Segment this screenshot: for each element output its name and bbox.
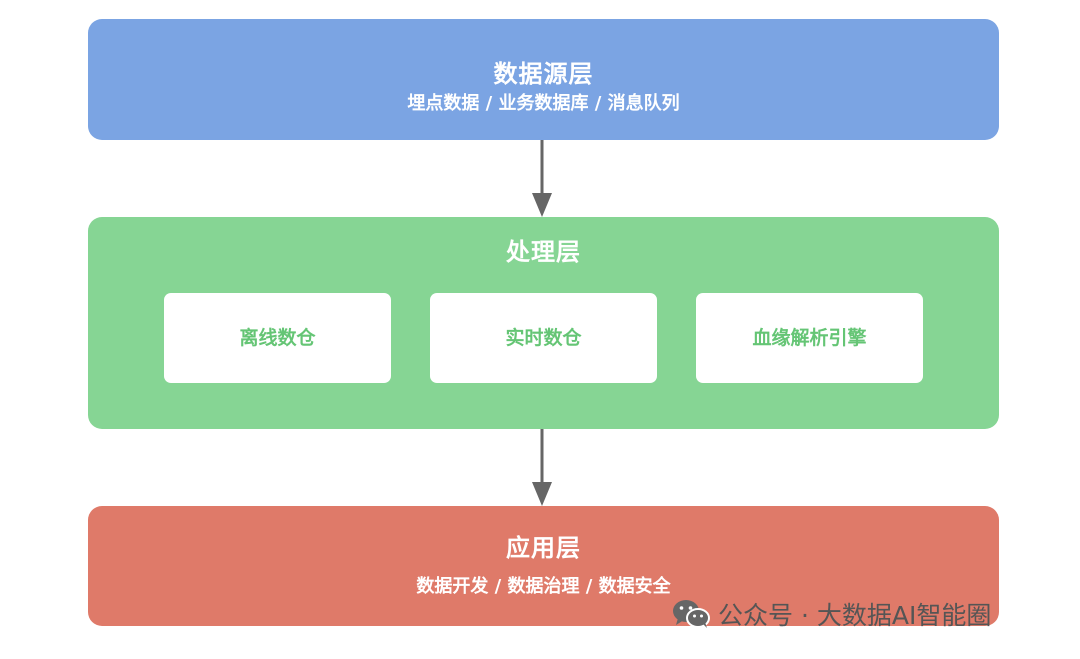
watermark: 公众号 · 大数据AI智能圈	[672, 596, 991, 632]
module-realtime-warehouse: 实时数仓	[430, 293, 657, 383]
processing-layer: 处理层 离线数仓 实时数仓 血缘解析引擎	[88, 217, 999, 429]
data-source-layer-title: 数据源层	[493, 60, 594, 88]
processing-layer-title: 处理层	[506, 238, 581, 266]
module-lineage-engine: 血缘解析引擎	[696, 293, 923, 383]
data-source-layer: 数据源层 埋点数据 / 业务数据库 / 消息队列	[88, 19, 999, 140]
arrow-processing-to-application	[532, 429, 552, 506]
application-layer: 应用层 数据开发 / 数据治理 / 数据安全	[88, 506, 999, 626]
data-source-layer-subtitle: 埋点数据 / 业务数据库 / 消息队列	[407, 93, 680, 114]
wechat-icon	[673, 600, 710, 628]
application-layer-subtitle: 数据开发 / 数据治理 / 数据安全	[416, 576, 671, 597]
watermark-text: 公众号 · 大数据AI智能圈	[718, 601, 992, 630]
module-offline-warehouse: 离线数仓	[164, 293, 391, 383]
application-layer-title: 应用层	[506, 534, 581, 562]
arrow-source-to-processing	[532, 140, 552, 217]
